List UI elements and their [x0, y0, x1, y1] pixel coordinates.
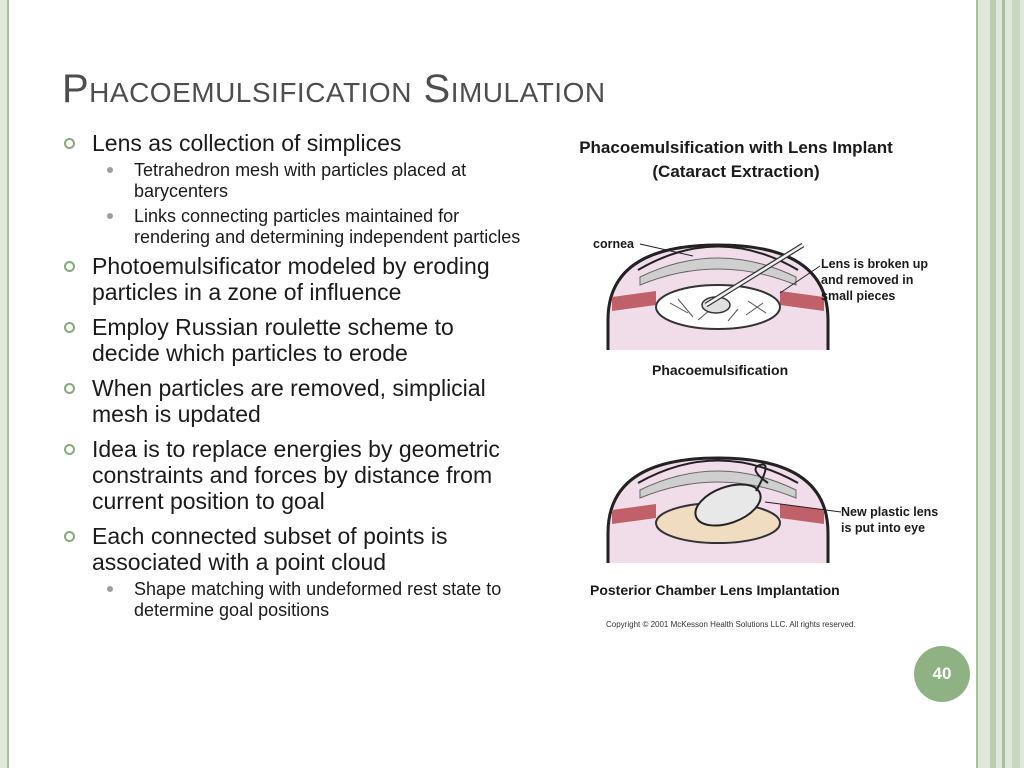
- bullet-item: Each connected subset of points is assoc…: [62, 523, 524, 621]
- frame-stripe: [990, 0, 996, 768]
- bullet-text: When particles are removed, simplicial m…: [92, 375, 486, 427]
- bullet-text: Lens as collection of simplices: [92, 130, 402, 156]
- figure-title-line: Phacoemulsification with Lens Implant: [579, 138, 893, 157]
- iris-left: [612, 291, 656, 311]
- iris-right: [780, 504, 824, 524]
- bullet-icon: [64, 261, 75, 272]
- frame-stripe: [976, 0, 978, 768]
- label-line: and removed in: [821, 273, 914, 287]
- frame-stripe: [1012, 0, 1020, 768]
- bullet-text: Each connected subset of points is assoc…: [92, 523, 448, 575]
- bullet-text: Idea is to replace energies by geometric…: [92, 436, 500, 514]
- sub-bullet-icon: [107, 213, 113, 219]
- label-line: New plastic lens: [841, 505, 939, 519]
- sub-bullet-item: Links connecting particles maintained fo…: [92, 206, 524, 248]
- iris-left: [612, 504, 656, 524]
- bullet-text: Employ Russian roulette scheme to decide…: [92, 314, 454, 366]
- label-line: is put into eye: [841, 521, 926, 535]
- bullet-icon: [64, 444, 75, 455]
- label-cornea: cornea: [593, 237, 634, 251]
- label-lens-broken: Lens is broken up and removed in small p…: [821, 256, 928, 304]
- cornea-shading: [639, 257, 797, 286]
- bullet-item: Employ Russian roulette scheme to decide…: [62, 314, 524, 366]
- label-line: Lens is broken up: [821, 257, 928, 271]
- phaco-illustration: Phacoemulsification with Lens Implant (C…: [538, 130, 958, 640]
- page-number-badge: 40: [914, 646, 970, 702]
- bullet-item: Photoemulsificator modeled by eroding pa…: [62, 253, 524, 305]
- bullet-item: When particles are removed, simplicial m…: [62, 375, 524, 427]
- frame-stripe: [1002, 0, 1005, 768]
- eye-phaco-diagram: [598, 242, 838, 356]
- caption-phacoemulsification: Phacoemulsification: [652, 362, 789, 378]
- sub-bullet-item: Shape matching with undeformed rest stat…: [92, 579, 524, 621]
- lens-fragments: [669, 298, 767, 322]
- label-line: small pieces: [821, 289, 896, 303]
- bullet-icon: [64, 383, 75, 394]
- copyright-notice: Copyright © 2001 McKesson Health Solutio…: [606, 620, 856, 629]
- figure-title-line: (Cataract Extraction): [652, 162, 820, 181]
- bullet-icon: [64, 322, 75, 333]
- right-frame-decoration: [976, 0, 1024, 768]
- bullet-icon: [64, 138, 75, 149]
- left-frame-decoration: [0, 0, 9, 768]
- plastic-lens-implant: [694, 483, 762, 527]
- sub-bullet-text: Shape matching with undeformed rest stat…: [134, 579, 502, 620]
- bullet-text: Photoemulsificator modeled by eroding pa…: [92, 253, 490, 305]
- caption-lens-implantation: Posterior Chamber Lens Implantation: [590, 582, 840, 598]
- sub-bullet-list: Shape matching with undeformed rest stat…: [92, 579, 524, 621]
- lens-broken-leader-line: [779, 265, 821, 294]
- sclera-outline: [606, 243, 830, 355]
- sub-bullet-list: Tetrahedron mesh with particles placed a…: [92, 160, 524, 248]
- iris-right: [780, 291, 824, 311]
- slide-title: Phacoemulsification Simulation: [62, 67, 606, 111]
- cornea-leader-line: [639, 243, 694, 257]
- sub-bullet-text: Links connecting particles maintained fo…: [134, 206, 521, 247]
- sclera-outline: [606, 456, 830, 568]
- bullet-item: Idea is to replace energies by geometric…: [62, 436, 524, 514]
- label-new-lens: New plastic lens is put into eye: [841, 504, 938, 536]
- cornea-shading: [639, 470, 797, 499]
- figure-title: Phacoemulsification with Lens Implant (C…: [538, 136, 934, 184]
- sub-bullet-icon: [107, 167, 113, 173]
- sub-bullet-icon: [107, 586, 113, 592]
- sub-bullet-item: Tetrahedron mesh with particles placed a…: [92, 160, 524, 202]
- bullet-icon: [64, 531, 75, 542]
- lens-haptic: [754, 463, 769, 492]
- bullet-item: Lens as collection of simplices Tetrahed…: [62, 130, 524, 248]
- cornea-outline: [637, 459, 799, 484]
- new-lens-leader-line: [764, 501, 842, 513]
- sub-bullet-text: Tetrahedron mesh with particles placed a…: [134, 160, 467, 201]
- bullet-list: Lens as collection of simplices Tetrahed…: [62, 130, 524, 626]
- phaco-probe-highlight: [705, 243, 804, 307]
- eye-implant-diagram: [598, 456, 838, 569]
